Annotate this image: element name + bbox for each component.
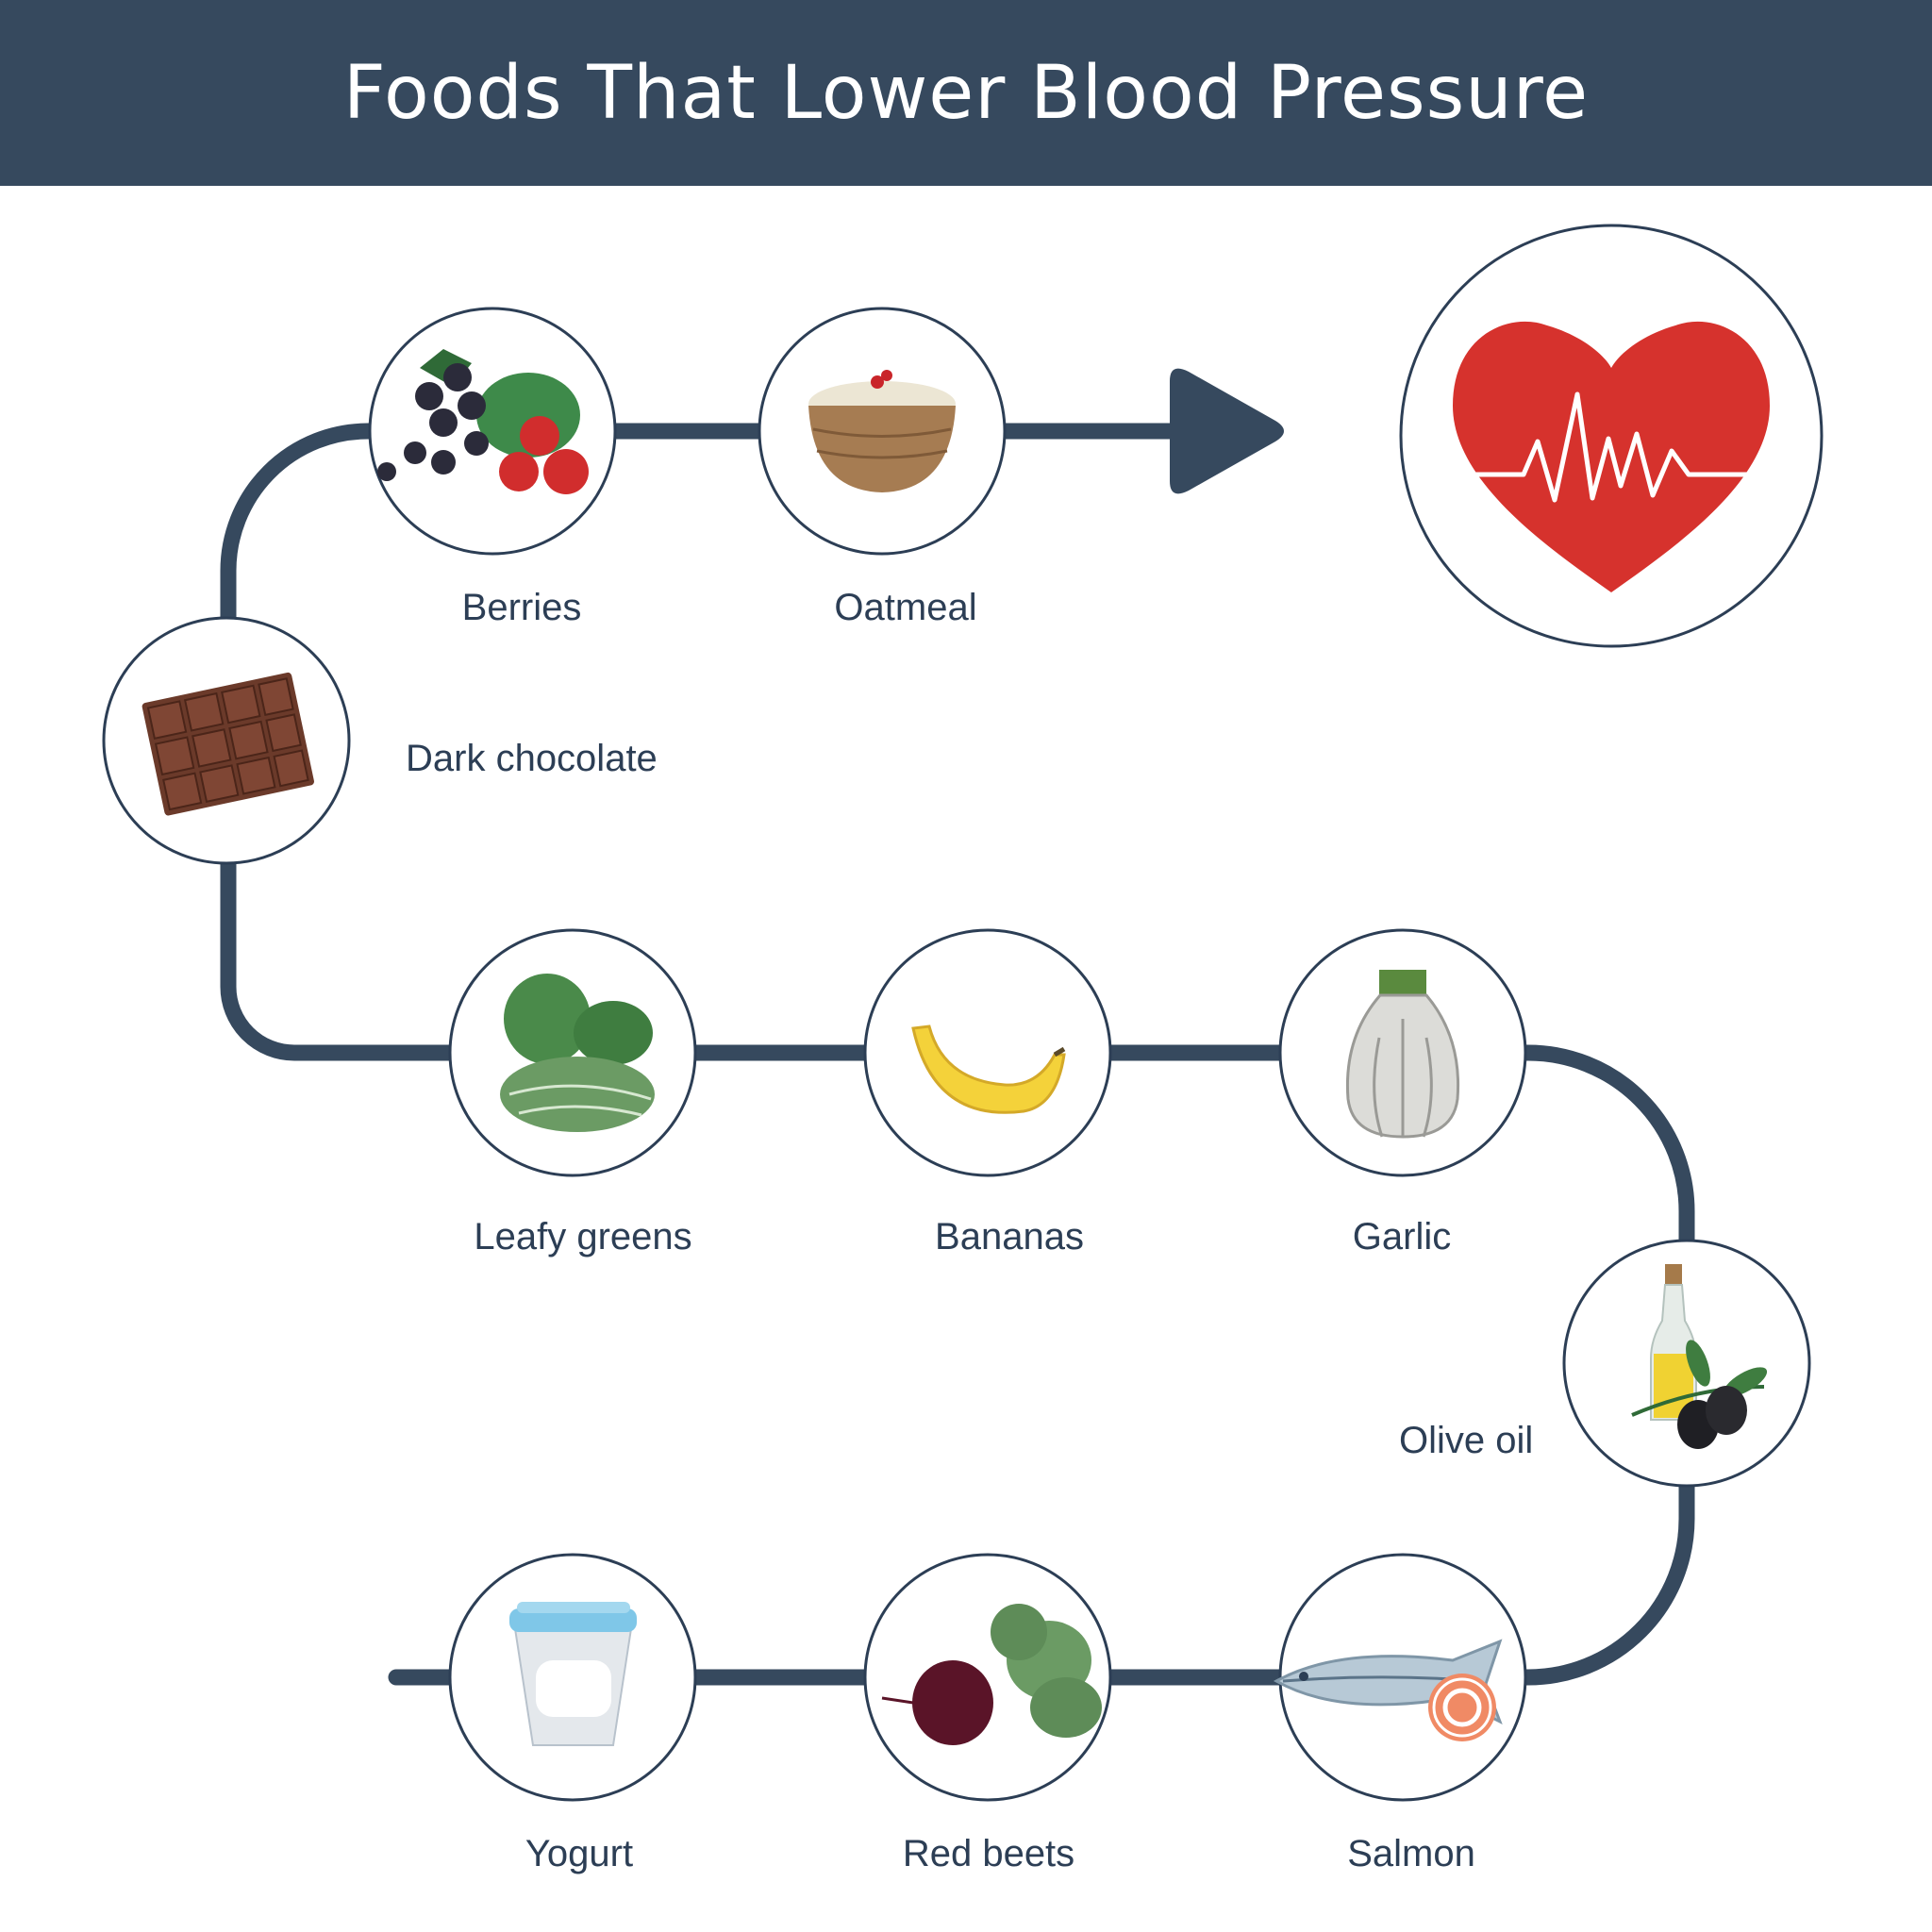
goal-heart-circle xyxy=(1399,224,1824,648)
label-garlic: Garlic xyxy=(1352,1216,1452,1257)
banana-icon xyxy=(911,1024,1066,1114)
chocolate-bar-icon xyxy=(142,672,314,816)
food-node-berries xyxy=(368,307,617,556)
label-berries: Berries xyxy=(461,587,582,628)
food-node-yogurt xyxy=(448,1553,697,1802)
salmon-icon xyxy=(1273,1639,1503,1741)
label-dark-chocolate: Dark chocolate xyxy=(406,738,658,779)
label-bananas: Bananas xyxy=(935,1216,1084,1257)
food-node-oatmeal xyxy=(758,307,1007,556)
label-leafy-greens: Leafy greens xyxy=(474,1216,692,1257)
yogurt-icon xyxy=(509,1602,637,1746)
food-node-olive-oil xyxy=(1562,1239,1811,1488)
food-node-salmon xyxy=(1273,1553,1527,1802)
label-salmon: Salmon xyxy=(1347,1833,1475,1874)
heart-pulse-icon xyxy=(1453,321,1770,592)
food-node-leafy-greens xyxy=(448,928,697,1177)
food-node-bananas xyxy=(863,928,1112,1177)
label-red-beets: Red beets xyxy=(902,1833,1075,1874)
food-node-red-beets xyxy=(863,1553,1112,1802)
leafy-greens-icon xyxy=(500,974,655,1132)
label-oatmeal: Oatmeal xyxy=(834,587,977,628)
berries-icon xyxy=(377,349,589,494)
label-yogurt: Yogurt xyxy=(525,1833,634,1874)
arrow-right-icon xyxy=(1170,368,1284,494)
oatmeal-icon xyxy=(808,370,956,492)
garlic-icon xyxy=(1345,970,1460,1139)
food-node-dark-chocolate xyxy=(102,616,351,865)
page-title: Foods That Lower Blood Pressure xyxy=(342,50,1590,136)
olive-oil-icon xyxy=(1631,1264,1768,1449)
path-line xyxy=(220,423,1695,1686)
beet-icon xyxy=(881,1604,1102,1745)
label-olive-oil: Olive oil xyxy=(1399,1420,1534,1461)
title-bar: Foods That Lower Blood Pressure xyxy=(0,0,1932,186)
food-node-garlic xyxy=(1278,928,1527,1177)
